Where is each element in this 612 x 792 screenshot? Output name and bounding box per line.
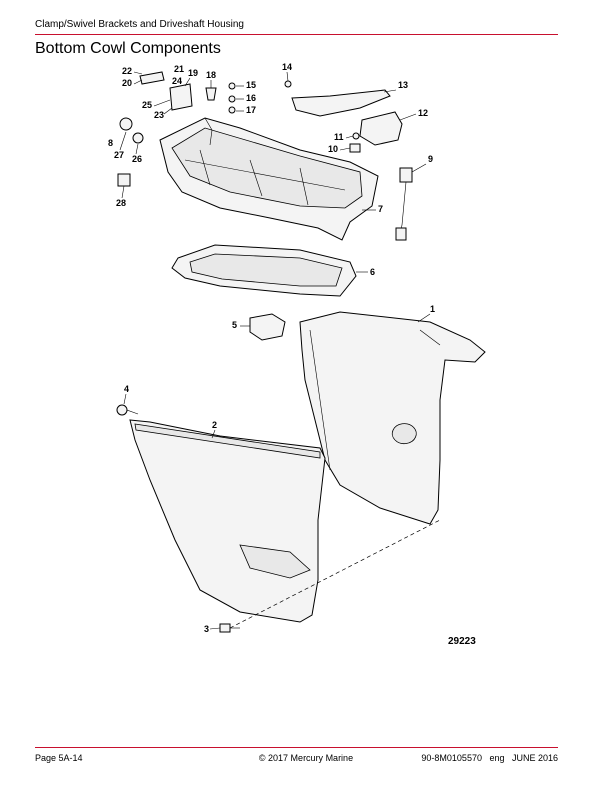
footer-page-number: Page 5A-14 [35, 753, 83, 763]
part-14-screw [284, 80, 292, 88]
part-18-fastener [205, 87, 217, 101]
callout-4: 4 [124, 384, 129, 394]
callout-2: 2 [212, 420, 217, 430]
assembly-line [229, 519, 441, 629]
footer-rule [35, 747, 558, 748]
callout-10: 10 [328, 144, 338, 154]
callout-12: 12 [418, 108, 428, 118]
diagram-id-number: 29223 [448, 636, 476, 647]
callout-20: 20 [122, 78, 132, 88]
part-13-trim [291, 89, 391, 117]
callout-25: 25 [142, 100, 152, 110]
part-6-seal [171, 244, 357, 297]
part-20-22-bracket [139, 71, 165, 85]
callout-labels: 1 2 3 4 5 6 7 8 9 10 11 12 13 14 15 16 1… [108, 62, 435, 634]
callout-19: 19 [188, 68, 198, 78]
part-3-screw [219, 623, 240, 633]
callout-9: 9 [428, 154, 433, 164]
callout-11: 11 [334, 132, 344, 142]
part-7-cowl-tray [159, 117, 379, 241]
part-10-11-clip [349, 132, 361, 153]
callout-22: 22 [122, 66, 132, 76]
callout-8: 8 [108, 138, 113, 148]
callout-17: 17 [246, 105, 256, 115]
part-5-grommet [249, 313, 286, 341]
part-4-screw [116, 404, 139, 416]
footer-copyright: © 2017 Mercury Marine [258, 753, 354, 763]
page-title: Bottom Cowl Components [35, 40, 221, 57]
callout-24: 24 [172, 76, 182, 86]
callout-3: 3 [204, 624, 209, 634]
callout-1: 1 [430, 304, 435, 314]
callout-15: 15 [246, 80, 256, 90]
callout-16: 16 [246, 93, 256, 103]
callout-14: 14 [282, 62, 292, 72]
part-19-24-latch [169, 83, 193, 111]
callout-6: 6 [370, 267, 375, 277]
callout-23: 23 [154, 110, 164, 120]
part-12-housing [359, 111, 403, 146]
part-28-plug [117, 173, 131, 187]
callout-27: 27 [114, 150, 124, 160]
part-9-harness [395, 167, 413, 241]
section-header: Clamp/Swivel Brackets and Driveshaft Hou… [35, 19, 244, 30]
callout-7: 7 [378, 204, 383, 214]
footer-document-id: 90-8M0105570 eng JUNE 2016 [421, 753, 558, 763]
callout-5: 5 [232, 320, 237, 330]
callout-26: 26 [132, 154, 142, 164]
part-1-right-cowl [299, 311, 486, 525]
callout-28: 28 [116, 198, 126, 208]
callout-13: 13 [398, 80, 408, 90]
header-rule [35, 34, 558, 35]
part-15-16-17-hardware [228, 82, 236, 114]
callout-18: 18 [206, 70, 216, 80]
part-2-left-cowl [129, 419, 326, 623]
callout-21: 21 [174, 64, 184, 74]
part-26-27-8-ring [119, 117, 144, 144]
